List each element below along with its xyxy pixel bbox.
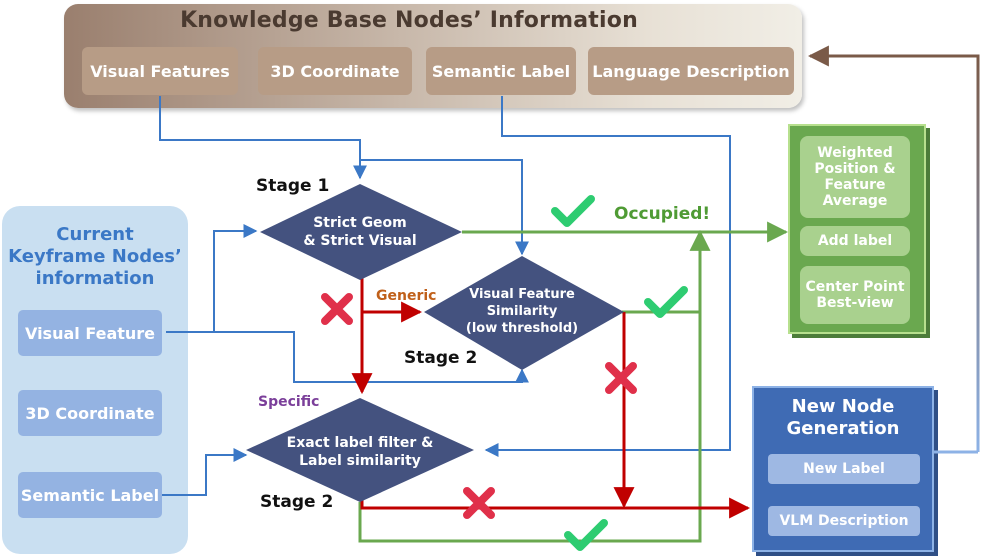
add-label-step: Add label (800, 226, 910, 256)
kb-language-description: Language Description (588, 47, 794, 95)
accept-check-icon (551, 195, 595, 227)
stage-2-bottom-label: Stage 2 (260, 492, 334, 512)
accept-check-icon (644, 286, 688, 318)
current-visual-feature: Visual Feature (18, 310, 162, 356)
kb-visual-features: Visual Features (82, 47, 238, 95)
weighted-average-step: Weighted Position & Feature Average (800, 136, 910, 218)
generic-branch-label: Generic (376, 288, 437, 304)
kb-semantic-label: Semantic Label (426, 47, 576, 95)
occupied-label: Occupied! (614, 204, 711, 224)
center-point-best-view-step: Center Point Best-view (800, 266, 910, 324)
specific-branch-label: Specific (258, 394, 320, 410)
stage-2-top-label: Stage 2 (404, 348, 478, 368)
return-to-knowledge-base-arrow (807, 45, 980, 452)
vlm-description-step: VLM Description (768, 506, 920, 536)
knowledge-base-title: Knowledge Base Nodes’ Information (180, 8, 638, 33)
accept-check-icon (564, 519, 608, 551)
current-keyframe-title: Current Keyframe Nodes’ information (8, 224, 182, 289)
label-filter-text: Exact label filter & Label similarity (286, 435, 434, 469)
new-node-title: New Node Generation (786, 396, 900, 439)
strict-check-diamond (260, 184, 462, 280)
stage-1-label: Stage 1 (256, 176, 330, 196)
visual-similarity-text: Visual Feature Similarity (low threshold… (465, 287, 579, 336)
reject-x-icon (463, 487, 495, 519)
label-filter-diamond (246, 398, 474, 502)
reject-x-icon (321, 293, 353, 325)
blue-flow-lines (159, 96, 731, 496)
strict-check-text: Strict Geom & Strict Visual (303, 215, 417, 249)
reject-x-icon (605, 362, 637, 394)
new-label-step: New Label (768, 454, 920, 484)
green-accept-lines (358, 221, 789, 543)
visual-similarity-diamond (424, 256, 624, 370)
current-3d-coordinate: 3D Coordinate (18, 390, 162, 436)
red-reject-lines (351, 270, 751, 519)
current-semantic-label: Semantic Label (18, 472, 162, 518)
kb-3d-coordinate: 3D Coordinate (258, 47, 412, 95)
